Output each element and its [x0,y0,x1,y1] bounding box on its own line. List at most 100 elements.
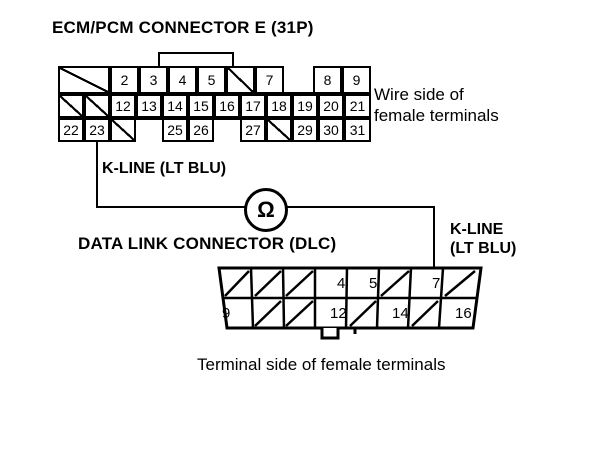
ecm-pin-26: 26 [188,118,214,142]
ecm-pin-23-label: 23 [89,122,105,138]
ecm-connector-title: ECM/PCM CONNECTOR E (31P) [52,18,314,37]
dlc-col-divider-5 [375,267,381,329]
ecm-pin-6 [226,66,255,94]
dlc-pin-14-label: 14 [392,305,409,322]
ecm-pin-17-label: 17 [245,98,261,114]
dlc-pin-3-slash [285,270,314,297]
dlc-col-divider-6 [406,267,413,329]
dlc-pin-12-label: 12 [330,305,347,322]
dlc-locking-tab-left [320,328,340,340]
dlc-pin-8-slash [444,270,476,297]
ecm-pin-16-label: 16 [219,98,235,114]
ecm-pin-20: 20 [318,94,344,118]
dlc-pin-13-slash [349,300,377,327]
ecm-pin-18-label: 18 [271,98,287,114]
ecm-bottom-edge-a [136,118,162,120]
ecm-pin-30-label: 30 [323,122,339,138]
ecm-pin-12: 12 [110,94,136,118]
ecm-pin-23: 23 [84,118,110,142]
ecm-pin-13-label: 13 [141,98,157,114]
dlc-pin-5-label: 5 [369,275,378,292]
ecm-pin-11 [84,94,110,118]
dlc-pin-11-slash [285,300,314,327]
omega-symbol: Ω [257,197,275,222]
ecm-pin-29: 29 [292,118,318,142]
ecm-pin-5: 5 [197,66,226,94]
ecm-bottom-edge-b [214,118,240,120]
kline-wire-horizontal-to-omega [96,206,246,208]
dlc-pin-10-slash [254,300,282,327]
wire-side-note: Wire side of female terminals [374,84,499,126]
dlc-pin-7-label: 7 [432,275,441,292]
dlc-col-divider-7 [437,267,445,329]
dlc-pin-15-slash [411,300,439,327]
resistance-meter-omega-icon: Ω [244,188,288,232]
ecm-pin-16: 16 [214,94,240,118]
dlc-pin-1-slash [224,270,250,297]
dlc-col-divider-1 [249,267,255,329]
dlc-pin-2-slash [254,270,282,297]
dlc-col-divider-2 [281,267,286,329]
ecm-pin-19-label: 19 [297,98,313,114]
dlc-col-divider-4 [344,267,349,329]
dlc-pin-9-label: 9 [222,305,231,322]
ecm-pin-22: 22 [58,118,84,142]
ecm-pin-31: 31 [344,118,371,142]
ecm-pin-17: 17 [240,94,266,118]
ecm-pin-1 [58,66,110,94]
ecm-pin-21-label: 21 [349,98,366,114]
kline-right-label: K-LINE (LT BLU) [450,220,516,258]
dlc-connector-title: DATA LINK CONNECTOR (DLC) [78,234,337,253]
ecm-pin-28 [266,118,292,142]
ecm-pin-15: 15 [188,94,214,118]
ecm-pin-25: 25 [162,118,188,142]
ecm-pin-7: 7 [255,66,284,94]
ecm-pin-27-label: 27 [245,122,261,138]
ecm-pin-3: 3 [139,66,168,94]
ecm-pin-4: 4 [168,66,197,94]
kline-wire-vertical-from-ecm [96,142,98,207]
ecm-pin-9: 9 [342,66,371,94]
kline-wire-horizontal-from-omega [280,206,435,208]
ecm-shoulder-left [284,92,315,94]
ecm-pin-13: 13 [136,94,162,118]
ecm-pin-3-label: 3 [149,72,158,88]
wire-side-note-line1: Wire side of [374,85,464,104]
ecm-pin-19: 19 [292,94,318,118]
ecm-pin-7-label: 7 [265,72,274,88]
ecm-locking-tab [158,52,234,66]
kline-wire-vertical-to-dlc [433,206,435,268]
dlc-pin-6-slash [380,270,410,297]
dlc-pin-16-label: 16 [455,305,472,322]
ecm-pin-8-label: 8 [323,72,332,88]
ecm-pin-18: 18 [266,94,292,118]
kline-top-label: K-LINE (LT BLU) [102,160,227,177]
ecm-pin-10 [58,94,84,118]
ecm-pin-24 [110,118,136,142]
wire-side-note-line2: female terminals [374,106,499,125]
ecm-pin-4-label: 4 [178,72,187,88]
ecm-pin-29-label: 29 [297,122,313,138]
ecm-pin-31-label: 31 [349,122,366,138]
ecm-pin-21: 21 [344,94,371,118]
ecm-pin-2-label: 2 [120,72,129,88]
ecm-pin-22-label: 22 [63,122,79,138]
ecm-pin-5-label: 5 [207,72,216,88]
ecm-pin-25-label: 25 [167,122,183,138]
ecm-pin-15-label: 15 [193,98,209,114]
ecm-pin-8: 8 [313,66,342,94]
ecm-pin-26-label: 26 [193,122,209,138]
ecm-pin-30: 30 [318,118,344,142]
dlc-connector-body [217,266,483,340]
ecm-pin-12-label: 12 [115,98,131,114]
ecm-pin-9-label: 9 [352,72,361,88]
kline-right-label-line1: K-LINE [450,221,504,238]
dlc-pin-4-label: 4 [337,275,346,292]
ecm-pin-27: 27 [240,118,266,142]
ecm-pin-14-label: 14 [167,98,183,114]
ecm-pin-14: 14 [162,94,188,118]
ecm-pin-2: 2 [110,66,139,94]
ecm-pin-20-label: 20 [323,98,339,114]
terminal-side-note: Terminal side of female terminals [197,355,446,374]
